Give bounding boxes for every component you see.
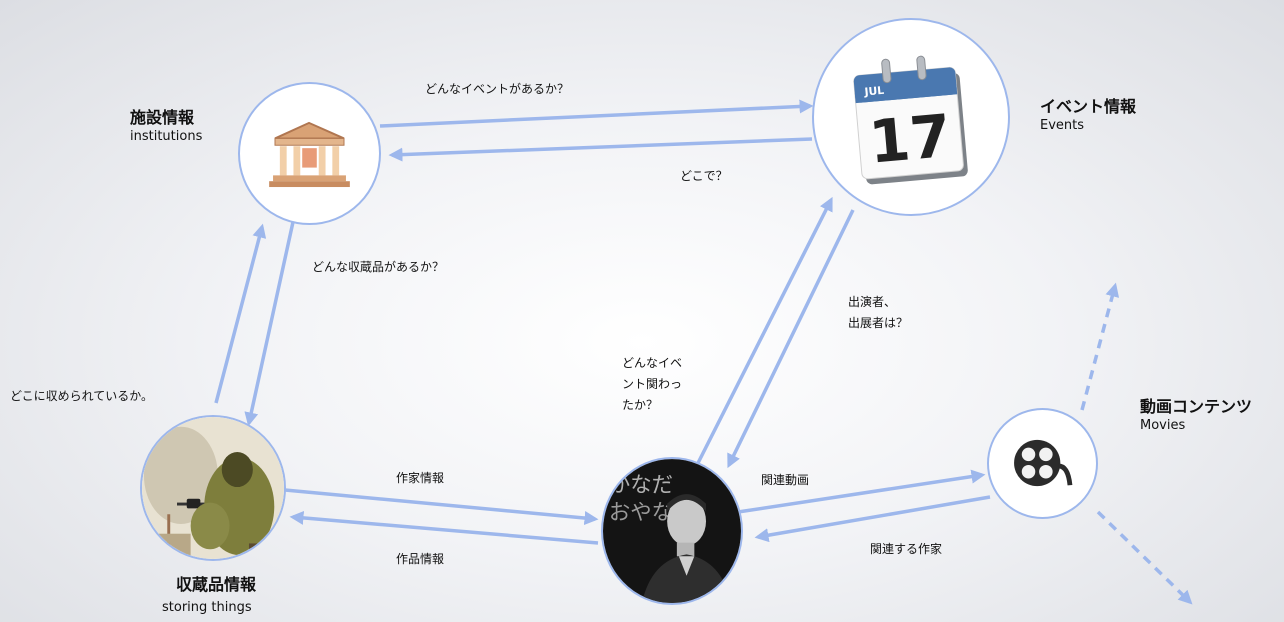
film-reel-icon <box>1014 439 1073 487</box>
events-subtitle: Events <box>1040 118 1085 133</box>
movies-title: 動画コンテンツ <box>1140 397 1253 416</box>
institutions-title: 施設情報 <box>130 108 195 127</box>
arrow-events-to-institutions <box>388 137 813 162</box>
collections-title: 収蔵品情報 <box>176 575 257 594</box>
artwork-photo <box>142 417 284 559</box>
movies-subtitle: Movies <box>1140 418 1186 433</box>
artist-photo-glyphs-1: かなだ <box>609 473 673 498</box>
edge-label-movies-to-artist: 関連する作家 <box>870 542 943 556</box>
edge-label-institutions-to-collections: どんな収蔵品があるか？ <box>312 260 445 274</box>
edge-label-artist-to-collections: 作品情報 <box>396 552 445 566</box>
edge-label-artist-to-events: どんなイベ ント関わっ たか？ <box>622 356 683 412</box>
edge-label-collections-to-artist: 作家情報 <box>396 471 445 485</box>
edge-label-institutions-to-events: どんなイベントがあるか？ <box>425 82 570 96</box>
events-title: イベント情報 <box>1040 97 1137 116</box>
arrow-collections-to-institutions <box>214 223 267 404</box>
artist-node[interactable]: かなだ おやな <box>601 457 743 605</box>
arrow-movies-to-artist <box>754 495 991 543</box>
arrow-artist-to-collections <box>289 510 599 545</box>
arrow-movies-outgoing-down <box>1096 510 1193 605</box>
calendar-month: JUL <box>863 84 885 99</box>
arrow-artist-to-events <box>695 196 833 466</box>
arrow-events-to-artist <box>727 209 855 469</box>
movies-node[interactable] <box>987 408 1098 519</box>
edge-label-collections-to-institutions: どこに収められているか。 <box>10 389 154 403</box>
calendar-day: 17 <box>866 101 953 177</box>
events-node[interactable]: JUL 17 <box>812 18 1010 216</box>
edge-label-events-to-artist: 出演者、 出展者は？ <box>848 295 909 330</box>
museum-building-icon <box>269 121 350 188</box>
calendar-icon: JUL 17 <box>853 55 968 185</box>
arrow-artist-to-movies <box>737 469 986 514</box>
edge-label-artist-to-movies: 関連動画 <box>761 473 810 487</box>
artist-portrait-photo: かなだ おやな <box>603 459 741 603</box>
institutions-subtitle: institutions <box>130 129 203 144</box>
arrow-collections-to-artist <box>284 488 599 525</box>
arrow-movies-outgoing-up <box>1080 282 1120 411</box>
artist-photo-glyphs-2: おやな <box>609 500 673 525</box>
collections-node[interactable] <box>140 415 286 561</box>
arrow-institutions-to-collections <box>244 221 295 427</box>
collections-subtitle: storing things <box>162 600 252 615</box>
edge-label-events-to-institutions: どこで？ <box>680 169 728 183</box>
arrow-institutions-to-events <box>379 99 814 128</box>
institutions-node[interactable] <box>238 82 381 225</box>
